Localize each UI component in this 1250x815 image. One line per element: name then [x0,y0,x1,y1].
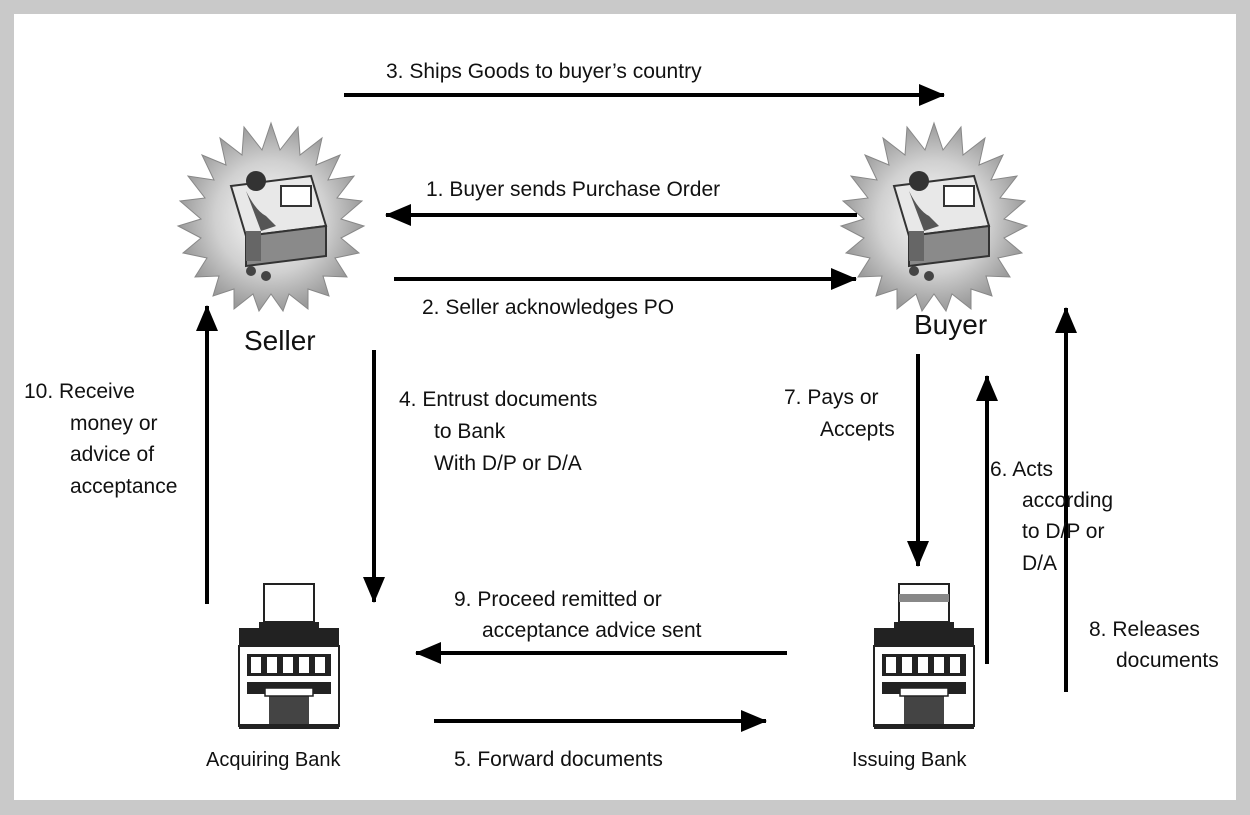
acquiring-bank-building-icon [238,583,340,729]
buyer-illustration [839,121,1029,313]
seller-label: Seller [244,325,316,356]
flow-diagram: Seller Buyer Acquiring Bank Issuing Bank… [24,60,1219,771]
step-1-label: 1. Buyer sends Purchase Order [426,178,720,201]
step-10-label: 10. Receive money or advice of acceptanc… [24,380,177,498]
step-8-label: 8. Releases documents [1089,618,1219,672]
step-9-label: 9. Proceed remitted or acceptance advice… [454,588,702,642]
step-4-label: 4. Entrust documents to Bank With D/P or… [399,388,603,475]
step-2-label: 2. Seller acknowledges PO [422,296,674,319]
step-3-label: 3. Ships Goods to buyer’s country [386,60,702,83]
diagram-frame: Seller Buyer Acquiring Bank Issuing Bank… [14,14,1236,800]
buyer-label: Buyer [914,309,987,340]
issuing-bank-label: Issuing Bank [852,749,968,771]
step-5-label: 5. Forward documents [454,748,663,771]
seller-illustration [176,121,366,313]
issuing-bank-building-icon [873,583,975,729]
step-7-label: 7. Pays or Accepts [784,386,895,441]
acquiring-bank-label: Acquiring Bank [206,749,342,771]
step-6-label: 6. Acts according to D/P or D/A [990,458,1119,575]
